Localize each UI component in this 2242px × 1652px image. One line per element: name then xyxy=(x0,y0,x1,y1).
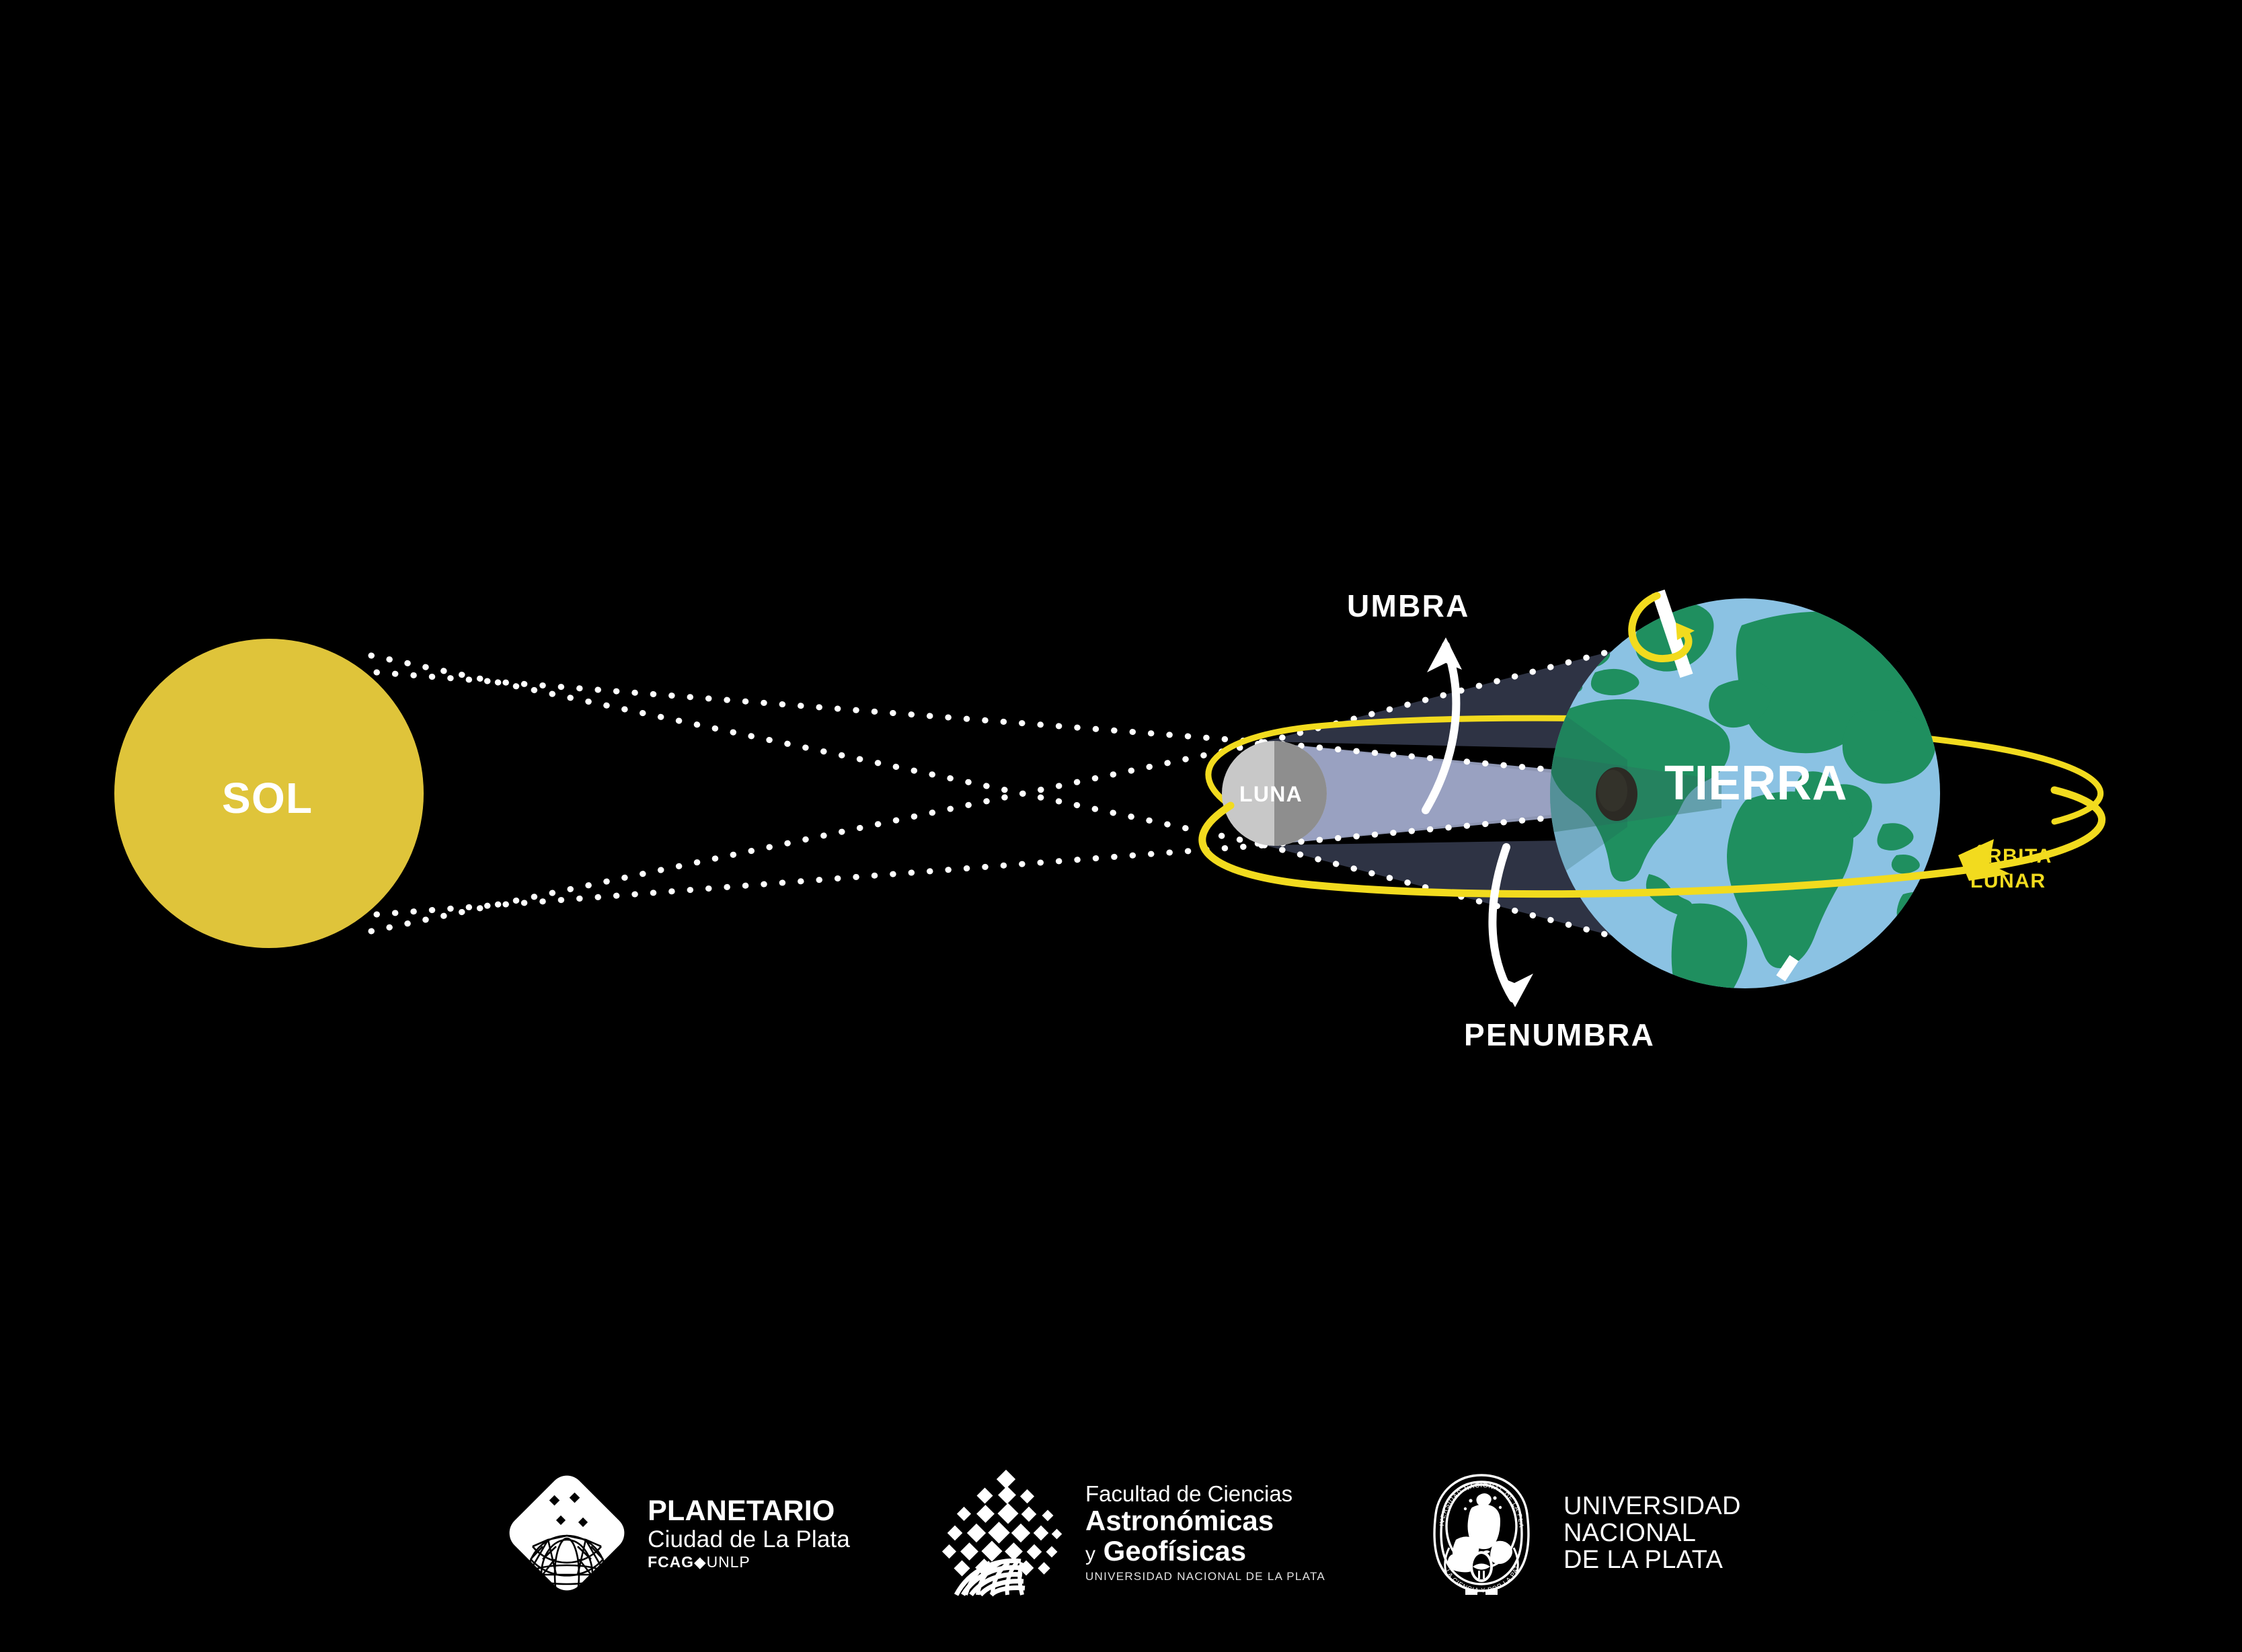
landmass-south-america xyxy=(1671,903,1748,988)
logo-fcag: Facultad de Ciencias Astronómicas y Geof… xyxy=(939,1467,1325,1599)
fcag-diamond-grid-icon xyxy=(939,1467,1071,1599)
earth-rotation-axis-group xyxy=(1628,589,1799,982)
logo-fcag-text: Facultad de Ciencias Astronómicas y Geof… xyxy=(1085,1483,1325,1583)
planetarium-dome-diamond-icon xyxy=(501,1467,633,1612)
planetario-name: PLANETARIO xyxy=(648,1494,835,1527)
fcag-line-faculty: Facultad de Ciencias xyxy=(1085,1481,1293,1507)
landmass-southeast-asia xyxy=(1877,823,1914,851)
planetario-unlp: UNLP xyxy=(706,1552,750,1571)
rotation-axis-south xyxy=(1776,955,1799,982)
landmass-arabia xyxy=(1795,771,1835,808)
planetario-affiliation: FCAG◆UNLP xyxy=(648,1552,850,1571)
unlp-line1: UNIVERSIDAD xyxy=(1563,1491,1741,1520)
umbra-callout-arrow-shaft xyxy=(1422,641,1461,814)
umbra-label: UMBRA xyxy=(1347,588,1470,623)
orbit-direction-arrow xyxy=(1958,839,2011,881)
sun-disc xyxy=(114,639,424,948)
landmass-east-asia xyxy=(1842,710,1936,784)
umbra-callout-arrow-head xyxy=(1427,637,1462,672)
logo-planetario-text: PLANETARIO Ciudad de La Plata FCAG◆UNLP xyxy=(648,1494,850,1571)
fcag-line-astronomicas: Astronómicas xyxy=(1085,1505,1274,1537)
unlp-crest-icon: UNIVERSIDAD NACIONAL DE LA PLATA POR LA … xyxy=(1412,1460,1549,1600)
unlp-line3: DE LA PLATA xyxy=(1563,1546,1724,1575)
landmass-europe xyxy=(1709,679,1771,728)
penumbra-tint-limb xyxy=(1550,693,1627,894)
fcag-geofisicas: Geofísicas xyxy=(1103,1534,1247,1567)
lunar-orbit-label: ÓRBITA LUNAR xyxy=(1970,845,2052,892)
logo-unlp-text: UNIVERSIDAD NACIONAL DE LA PLATA xyxy=(1563,1491,1741,1575)
rotation-arrow-curve xyxy=(1628,592,1693,662)
earth-label: TIERRA xyxy=(1664,756,1848,810)
planetario-separator: ◆ xyxy=(693,1552,707,1571)
penumbra-label: PENUMBRA xyxy=(1464,1017,1656,1052)
rotation-arrow-head xyxy=(1676,623,1695,640)
sunlight-ray-top-inner xyxy=(373,669,1268,746)
footer-logo-bar: PLANETARIO Ciudad de La Plata FCAG◆UNLP xyxy=(0,1446,2242,1620)
orbit-arc-front xyxy=(1198,786,2106,898)
umbra-edge-upper xyxy=(1261,739,1725,789)
unlp-line2: NACIONAL xyxy=(1563,1518,1697,1547)
logo-planetario: PLANETARIO Ciudad de La Plata FCAG◆UNLP xyxy=(501,1467,850,1612)
lunar-orbit-front xyxy=(1198,786,2106,898)
landmass-arctic-2 xyxy=(1590,668,1639,696)
planetario-city: Ciudad de La Plata xyxy=(648,1526,850,1552)
sunlight-ray-bottom-inner xyxy=(373,842,1268,918)
landmass-north-america xyxy=(1550,699,1730,882)
landmass-africa xyxy=(1727,791,1854,968)
fcag-university: UNIVERSIDAD NACIONAL DE LA PLATA xyxy=(1085,1570,1325,1583)
sun-label: SOL xyxy=(222,774,313,822)
rotation-axis-north xyxy=(1652,589,1693,678)
landmass-indonesia xyxy=(1891,855,1920,874)
umbra-cone xyxy=(1264,742,1722,845)
moon-label: LUNA xyxy=(1239,782,1303,806)
umbra-edge-lower xyxy=(1261,798,1725,849)
planetario-fcag: FCAG xyxy=(648,1552,694,1571)
fcag-conjunction: y xyxy=(1085,1542,1095,1565)
logo-unlp: UNIVERSIDAD NACIONAL DE LA PLATA POR LA … xyxy=(1412,1460,1741,1600)
fcag-line-geofisicas: y Geofísicas xyxy=(1085,1536,1325,1567)
umbra-spot-highlight xyxy=(1598,770,1627,812)
penumbra-callout-arrow-head xyxy=(1498,974,1533,1007)
